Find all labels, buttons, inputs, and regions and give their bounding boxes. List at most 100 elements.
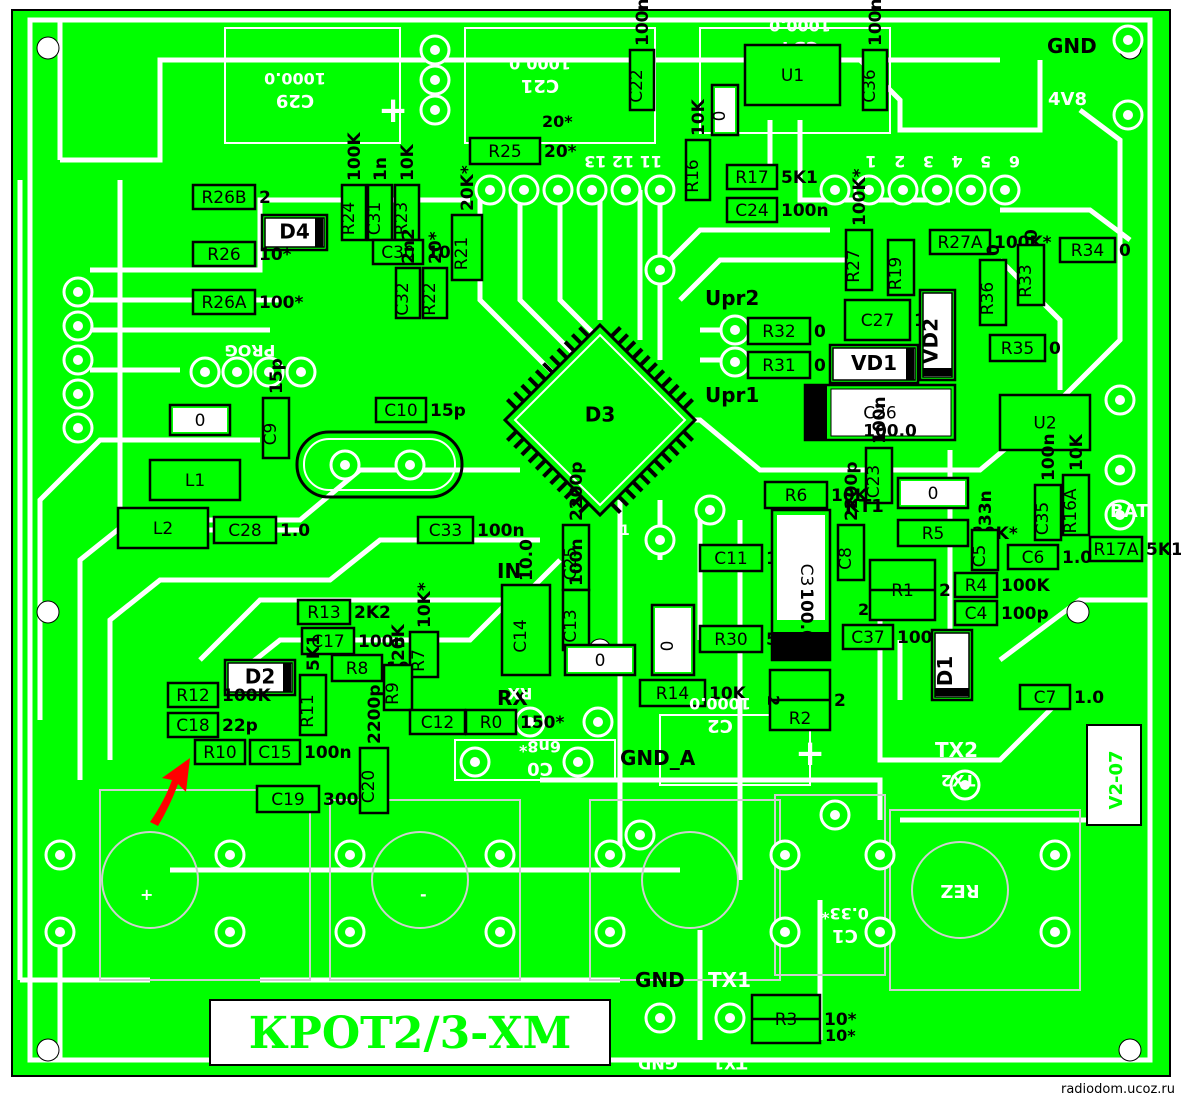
crystal-z1 (295, 430, 464, 499)
value-c24: 100n (781, 201, 829, 221)
value-r21: 20K* (458, 165, 478, 211)
ref-r34: R34 (1071, 241, 1104, 261)
value-r9: 20K (389, 623, 409, 661)
red-marker-arrow (150, 758, 190, 826)
ref-r17: R17 (735, 168, 768, 188)
ref-c10: C10 (384, 401, 418, 421)
component-c24: C24 100n (725, 196, 829, 224)
value-r27: 100K* (850, 168, 870, 226)
ref-c11: C11 (714, 549, 748, 569)
ref-r22: R22 (420, 282, 440, 315)
ref-c1: C1 (832, 925, 858, 946)
value-r1: 2 (939, 581, 951, 601)
component-d2: D2 (223, 658, 297, 697)
component-c6: C6 1.0 (1006, 543, 1092, 571)
ref-r4: R4 (965, 576, 988, 596)
ref-l1: L1 (185, 471, 205, 491)
component-vd2: VD2 (919, 288, 957, 382)
ref-r33: R33 (1016, 264, 1036, 297)
rx-label: RX (497, 686, 528, 710)
ref-c28: C28 (228, 521, 262, 541)
ref-r8: R8 (346, 659, 369, 679)
electrolytic-outlines (99, 27, 1081, 991)
ref-d1: D1 (933, 656, 957, 687)
value-r22: 20* (426, 231, 446, 264)
value-r23: 10K (398, 143, 418, 181)
component-r2: R22 (768, 668, 846, 732)
ref-c14: C14 (511, 619, 531, 653)
value-c14: 10.0 (517, 539, 537, 581)
value-c33: 100n (477, 521, 525, 541)
through-hole-pads (44, 24, 1144, 1034)
ref-u2: U2 (1033, 414, 1056, 434)
ref-c7: C7 (1034, 688, 1057, 708)
value-r6: 10K (831, 486, 869, 506)
ref-r26a: R26A (201, 293, 246, 313)
ref-r27a: R27A (937, 233, 982, 253)
component-l2: L2 (116, 506, 210, 550)
components: C291000.0C211000.0C341000.0C22100nU1C361… (116, 0, 1181, 1045)
value-c2: 1000.0 (689, 694, 751, 713)
ref-vd1: VD1 (851, 351, 897, 375)
value-c3: 100.0 (796, 588, 816, 642)
ref-c24: C24 (735, 201, 769, 221)
gnd-bottom-label: GND (635, 968, 685, 992)
component-j3: 0 (563, 643, 637, 677)
value-c6: 1.0 (1062, 548, 1092, 568)
component-j5: 0 (168, 403, 232, 437)
value-c29: 1000.0 (264, 69, 326, 88)
value-r26a: 100* (259, 293, 303, 313)
ref-r19: R19 (886, 257, 906, 290)
ref-r16a: R16A (1061, 488, 1081, 533)
value-c28: 1.0 (280, 521, 310, 541)
ref-c18: C18 (176, 716, 210, 736)
value-c26: 100.0 (863, 422, 917, 442)
component-r22: R22 20* (420, 231, 449, 320)
value-c20: 2200p (365, 685, 385, 744)
value-r26b: 2 (259, 188, 271, 208)
value-c34: 1000.0 (769, 16, 831, 35)
component-j4: 0 (650, 603, 696, 677)
r25-second-value: 20* (542, 112, 573, 131)
value-r36: 0 (984, 244, 1004, 256)
rx-mirror-label: RX (507, 684, 532, 703)
value-c1: 0.33* (820, 904, 868, 923)
version-tag: V2-07 (1086, 724, 1142, 826)
ref-c6: C6 (1022, 548, 1045, 568)
rez-label: REZ (940, 880, 979, 901)
ref-c26: C26 (863, 404, 897, 424)
value-r13: 2K2 (354, 603, 391, 623)
value-c21: 1000.0 (509, 54, 571, 73)
ref-c30: C30 (381, 243, 415, 263)
value-r33: 0 (1022, 229, 1042, 241)
component-d1: D1 (930, 628, 974, 702)
component-r5: R520K* (896, 518, 1018, 548)
ref-c4: C4 (965, 604, 988, 624)
ref-r23: R23 (392, 202, 412, 235)
ref-c35: C35 (1033, 502, 1053, 536)
ref-r30: R30 (714, 630, 747, 650)
value-c5: 33n (976, 490, 996, 526)
